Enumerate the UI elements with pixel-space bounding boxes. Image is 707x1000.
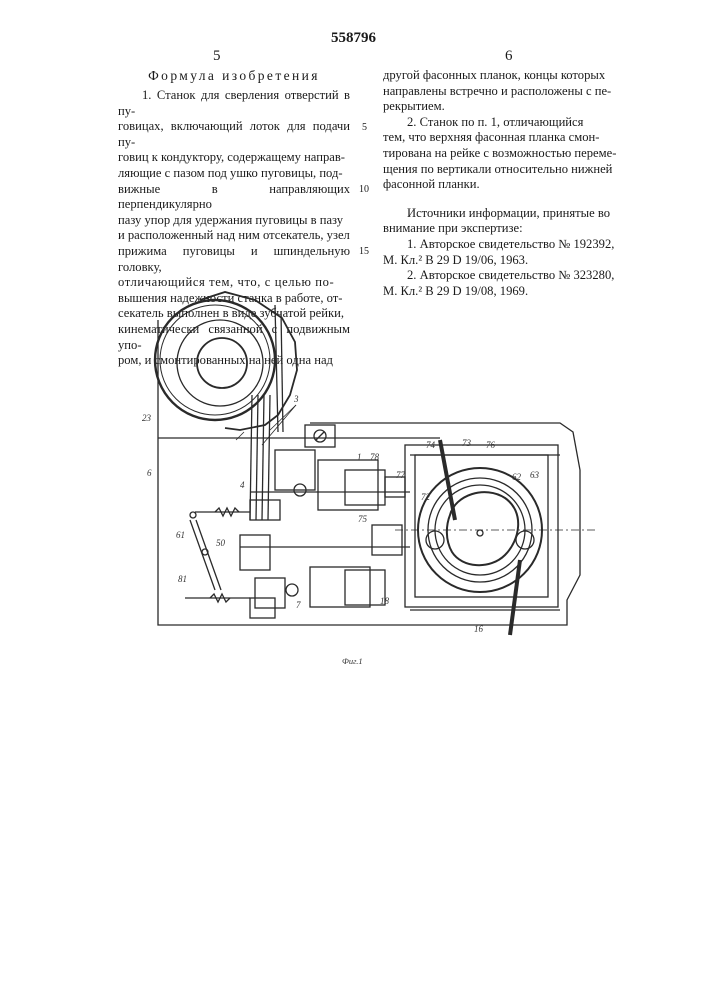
figure-label: 6 (147, 468, 152, 478)
figure-label: 72 (421, 492, 431, 502)
figure-label: 16 (474, 624, 484, 634)
figure-label: 78 (370, 452, 380, 462)
figure-label: 23 (142, 413, 152, 423)
figure-label: 18 (380, 596, 390, 606)
figure-label: 61 (176, 530, 185, 540)
figure-label: 50 (216, 538, 226, 548)
figure-label: 73 (462, 438, 472, 448)
figure-label: 4 (240, 480, 245, 490)
figure-label: 1 (357, 452, 362, 462)
figure-label: 7 (296, 600, 301, 610)
figure-label: 76 (486, 440, 496, 450)
spindle-head-lower (310, 567, 370, 607)
figure-label: 3 (293, 394, 299, 404)
figure-caption: Фиг.1 (342, 656, 363, 666)
figure-label: 74 (426, 440, 436, 450)
figure-label: 75 (358, 514, 368, 524)
hopper-outer (155, 300, 275, 420)
hopper-inner (197, 338, 247, 388)
spindle-head-upper (318, 460, 378, 510)
figure-label: 81 (178, 574, 187, 584)
figure-label: 63 (530, 470, 540, 480)
figure-label: 77 (396, 470, 406, 480)
figure-label: 62 (512, 472, 522, 482)
